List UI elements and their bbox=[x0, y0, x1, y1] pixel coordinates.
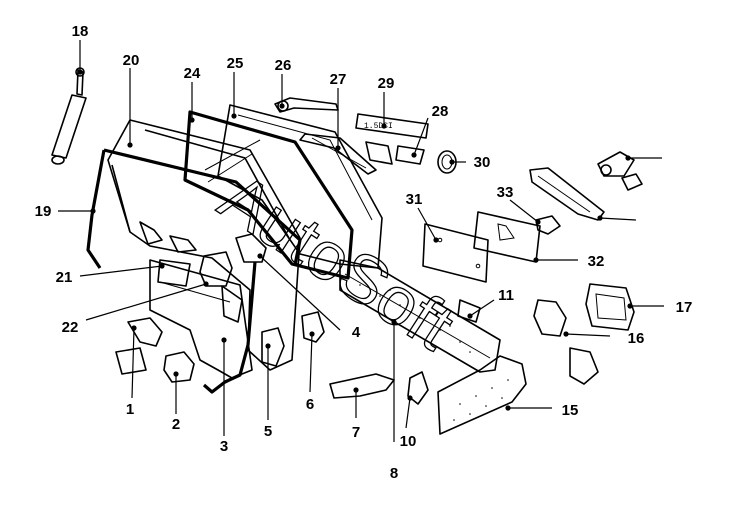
callout-17: 19 bbox=[35, 203, 52, 220]
part-29-plate bbox=[422, 223, 489, 283]
callout-20: 22 bbox=[62, 319, 79, 336]
part-31-clip bbox=[535, 215, 561, 235]
part-32-handle-bar bbox=[529, 167, 605, 221]
part-15-lamp bbox=[585, 283, 635, 331]
callout-29: 31 bbox=[406, 191, 423, 208]
callout-3: 3 bbox=[220, 438, 228, 455]
part-6-hinge bbox=[301, 311, 325, 343]
callout-31: 33 bbox=[497, 184, 514, 201]
callout-1: 1 bbox=[126, 401, 134, 418]
callout-10: 10 bbox=[400, 433, 417, 450]
part-26-small-badge bbox=[365, 141, 425, 165]
part-4-hinge-cover bbox=[235, 233, 267, 263]
part-10-clip bbox=[407, 371, 429, 405]
callout-28: 30 bbox=[474, 154, 491, 171]
part-20-lock-module bbox=[199, 251, 233, 287]
callout-26: 28 bbox=[432, 103, 449, 120]
callout-15: 17 bbox=[676, 299, 693, 316]
callout-27: 29 bbox=[378, 75, 395, 92]
part-8-lower-panel bbox=[339, 259, 501, 373]
part-30-plate bbox=[473, 211, 541, 263]
part-17-tailgate-seal bbox=[86, 148, 302, 269]
part-27-badge-plate: 1.5DCI bbox=[355, 113, 429, 139]
part-24-wiper-arm bbox=[274, 97, 339, 113]
badge-plate-text: 1.5DCI bbox=[364, 122, 393, 131]
callout-6: 6 bbox=[306, 396, 314, 413]
callout-22: 25 bbox=[227, 55, 244, 72]
callout-12: 15 bbox=[562, 402, 579, 419]
part-12-bumper-corner bbox=[437, 355, 527, 435]
callout-24: 26 bbox=[275, 57, 292, 74]
callout-16: 18 bbox=[72, 23, 89, 40]
callout-14: 16 bbox=[628, 330, 645, 347]
callout-25: 27 bbox=[330, 71, 347, 88]
part-7-stay-bracket bbox=[329, 373, 395, 399]
part-19-handle-recess bbox=[157, 259, 191, 287]
part-33-lock-and-key bbox=[597, 151, 643, 191]
part-25-wiper-blade bbox=[299, 133, 377, 175]
callout-7: 7 bbox=[352, 424, 360, 441]
callout-18: 20 bbox=[123, 52, 140, 69]
part-2-actuator bbox=[163, 351, 195, 383]
part-16-gas-strut bbox=[51, 67, 87, 165]
part-21-window-seal bbox=[183, 110, 354, 280]
callout-4: 4 bbox=[352, 324, 361, 341]
callout-30: 32 bbox=[588, 253, 605, 270]
callout-11: 11 bbox=[498, 287, 514, 304]
part-14-lamp-holder bbox=[533, 299, 599, 385]
part-18-tailgate-frame bbox=[107, 119, 301, 379]
part-11-bracket bbox=[457, 299, 481, 323]
callout-19: 21 bbox=[56, 269, 73, 286]
leader-lines bbox=[58, 40, 664, 442]
callout-8: 8 bbox=[390, 465, 398, 482]
part-1-latch bbox=[115, 317, 163, 375]
callout-labels: 18 20 19 24 25 26 27 29 28 30 31 32 33 1… bbox=[35, 23, 693, 482]
callout-5: 5 bbox=[264, 423, 272, 440]
callout-2: 2 bbox=[172, 416, 180, 433]
part-3-lower-seal bbox=[202, 261, 257, 394]
part-5-hinge bbox=[261, 327, 285, 367]
callout-21: 24 bbox=[184, 65, 201, 82]
